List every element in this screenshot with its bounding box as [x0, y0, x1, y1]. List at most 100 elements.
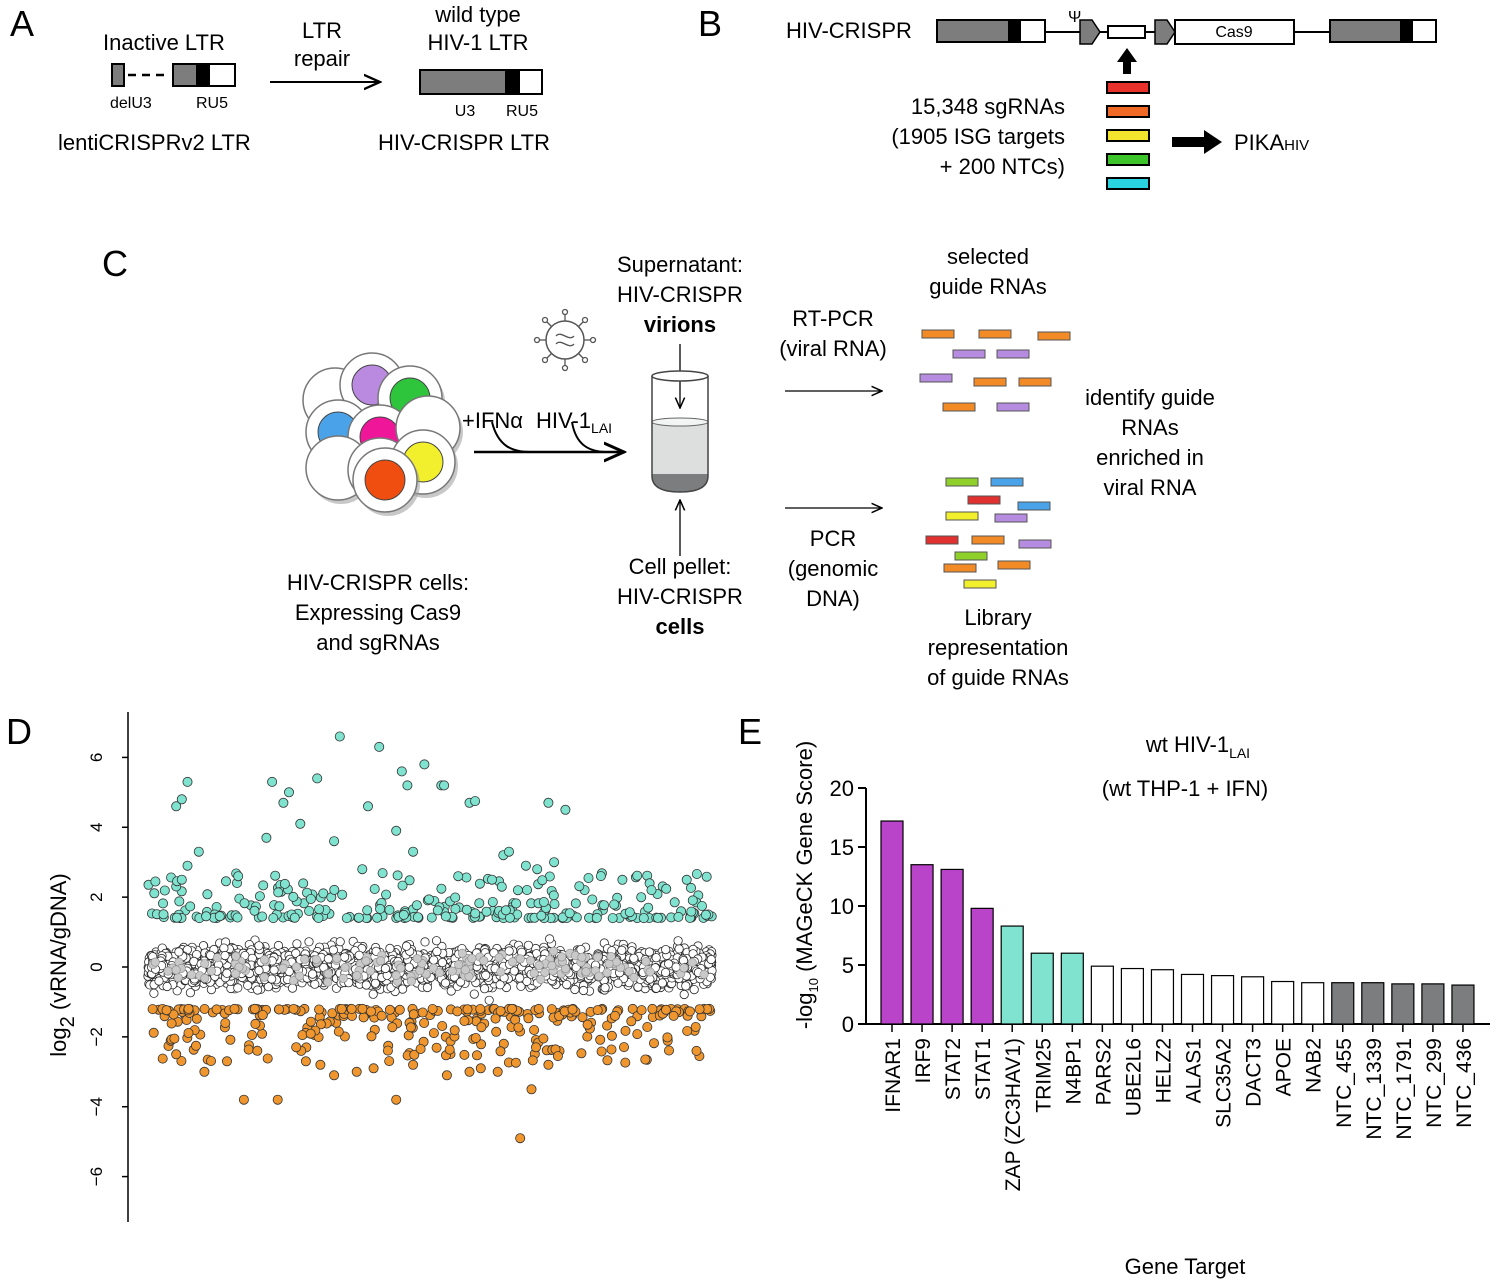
scatter-point: [206, 984, 216, 995]
scatter-point: [681, 874, 692, 885]
scatter-point: [166, 1018, 177, 1029]
guide-swatch: [1106, 105, 1150, 118]
scatter-point: [481, 906, 492, 917]
scatter-point: [174, 896, 185, 907]
scatter-point: [669, 897, 680, 908]
scatter-point: [374, 741, 385, 752]
scatter-point: [323, 977, 333, 987]
scatter-point: [495, 980, 505, 990]
scatter-point: [467, 953, 477, 963]
scatter-point: [649, 1038, 660, 1049]
scatter-point: [201, 911, 212, 922]
scatter-point: [636, 1005, 647, 1016]
bar-category-label: IFNAR1: [882, 1038, 905, 1113]
scatter-point: [640, 1054, 651, 1065]
bar-category-label: HELZ2: [1152, 1038, 1175, 1103]
bar-subtitle: (wt THP-1 + IFN): [1102, 776, 1268, 801]
guide-fragment: [971, 535, 1005, 545]
scatter-point: [534, 960, 544, 970]
scatter-point: [682, 1026, 693, 1037]
scatter-point: [454, 960, 464, 970]
scatter-point: [171, 912, 182, 923]
scatter-point: [582, 1019, 593, 1030]
scatter-point: [182, 860, 193, 871]
scatter-point: [587, 894, 598, 905]
scatter-point: [440, 911, 451, 922]
scatter-point: [272, 1094, 283, 1105]
scatter-point: [161, 1005, 172, 1016]
scatter-point: [336, 1004, 347, 1015]
scatter-point: [257, 1010, 268, 1021]
scatter-point: [182, 776, 193, 787]
scatter-point: [357, 1003, 368, 1014]
scatter-point: [594, 971, 604, 981]
bar-category-label: SLC35A2: [1213, 1038, 1236, 1128]
scatter-point: [613, 978, 623, 988]
scatter-point: [365, 1006, 376, 1017]
hiv-crispr-construct-label: HIV-CRISPR: [786, 18, 912, 43]
guide-swatch: [1106, 153, 1150, 166]
guide-swatch: [1106, 129, 1150, 142]
scatter-point: [690, 1022, 701, 1033]
promoter-arrow-1: [1079, 19, 1101, 45]
bar: [1210, 975, 1235, 1025]
scatter-point: [159, 885, 170, 896]
library-label-3: of guide RNAs: [927, 665, 1069, 690]
y-tick-label: 2: [87, 892, 106, 901]
scatter-point: [314, 904, 325, 915]
scatter-point: [546, 1004, 557, 1015]
scatter-point: [233, 871, 244, 882]
scatter-point: [432, 905, 443, 916]
scatter-point: [495, 1046, 506, 1057]
scatter-point: [408, 846, 419, 857]
identify-label-2: RNAs: [1121, 415, 1178, 440]
scatter-point: [420, 937, 430, 947]
scatter-point: [437, 957, 447, 968]
scatter-point: [577, 1012, 588, 1023]
scatter-point: [624, 967, 634, 977]
scatter-point: [437, 1021, 448, 1032]
panel-a: A Inactive LTR delU3 RU5 lentiCRISPRv2 L…: [10, 2, 550, 155]
panel-e-label: E: [738, 711, 762, 752]
scatter-point: [549, 857, 560, 868]
selected-label-2: guide RNAs: [929, 274, 1046, 299]
identify-label-4: viral RNA: [1104, 475, 1197, 500]
scatter-point: [150, 957, 160, 967]
guide-fragment: [1018, 377, 1052, 387]
scatter-point: [600, 983, 610, 993]
scatter-point: [304, 906, 315, 917]
scatter-point: [340, 962, 350, 972]
pcr-label-2: (genomic: [788, 556, 878, 581]
scatter-point: [402, 780, 413, 791]
scatter-point: [543, 797, 554, 808]
scatter-point: [490, 1013, 501, 1024]
scatter-point: [694, 1004, 705, 1015]
scatter-point: [238, 1094, 249, 1105]
scatter-point: [314, 1004, 325, 1015]
y-tick-label: 6: [87, 753, 106, 762]
scatter-point: [337, 889, 348, 900]
scatter-point: [461, 872, 472, 883]
bar: [1000, 925, 1024, 1025]
scatter-point: [494, 953, 504, 963]
cells-label-1: HIV-CRISPR cells:: [287, 570, 469, 595]
repair-label-1: LTR: [302, 18, 342, 43]
scatter-point: [291, 962, 301, 972]
scatter-point: [520, 860, 531, 871]
pika-arrow: [1172, 130, 1222, 154]
scatter-point: [673, 911, 684, 922]
ltr-3-r: [1400, 20, 1413, 42]
scatter-point: [446, 986, 456, 996]
library-guides: [925, 477, 1052, 589]
scatter-point: [567, 1004, 578, 1015]
bar: [1090, 965, 1114, 1025]
sgrna-slot: [1107, 25, 1146, 39]
scatter-point: [231, 969, 241, 979]
scatter-point: [510, 1057, 521, 1068]
cell-nucleus: [364, 459, 406, 501]
scatter-point: [661, 1004, 672, 1015]
scatter-point: [405, 1022, 416, 1033]
scatter-point: [327, 1008, 338, 1019]
scatter-point: [602, 1055, 613, 1066]
scatter-point: [258, 880, 269, 891]
